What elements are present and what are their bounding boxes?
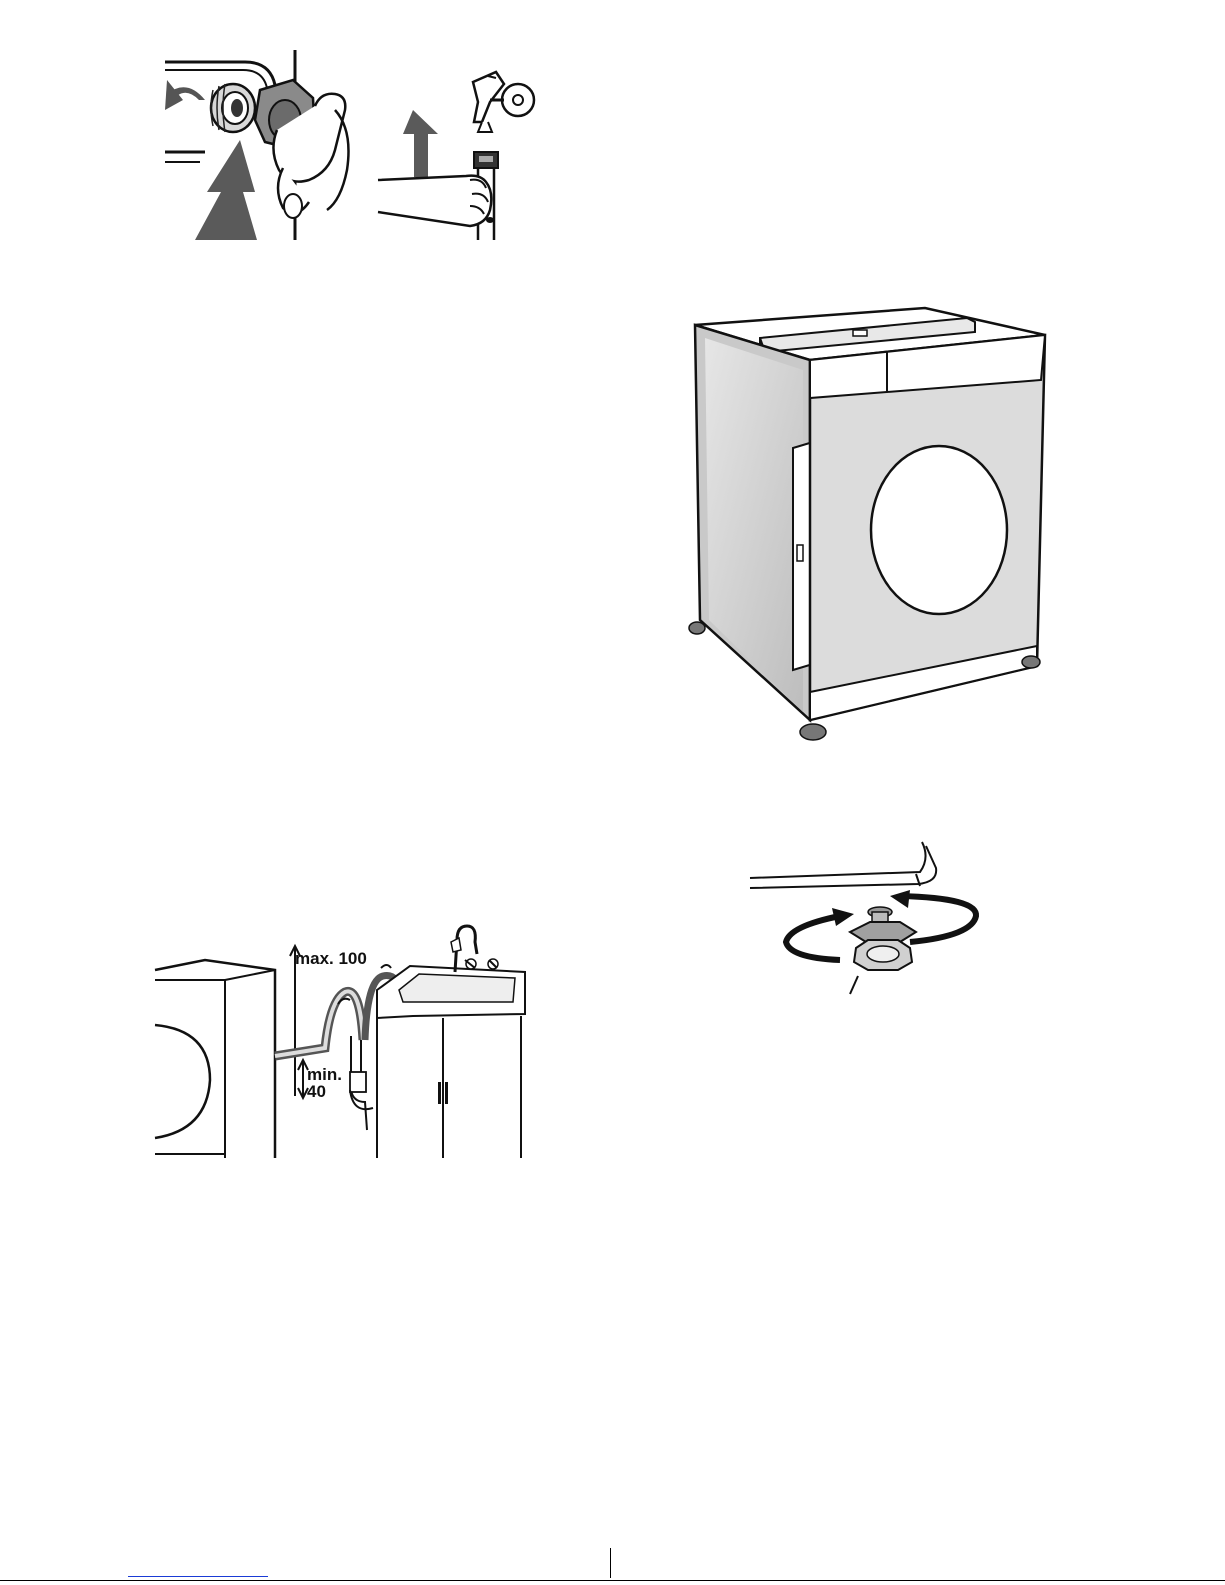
- min-height-label-line1: min.: [307, 1066, 342, 1083]
- tap-connection-icon: [378, 72, 538, 240]
- page-number-separator: [610, 1548, 611, 1578]
- washing-machine-icon: [685, 300, 1055, 750]
- footer-rule: [0, 1580, 1225, 1581]
- drain-hose-installation-icon: max. 100 min. 40: [155, 920, 525, 1158]
- max-height-label: max. 100: [295, 950, 367, 967]
- footer-link-underline[interactable]: [128, 1576, 268, 1577]
- hose-connection-icon: [165, 50, 355, 240]
- min-height-label-line2: 40: [307, 1083, 326, 1100]
- adjustable-foot-icon: [750, 838, 990, 1008]
